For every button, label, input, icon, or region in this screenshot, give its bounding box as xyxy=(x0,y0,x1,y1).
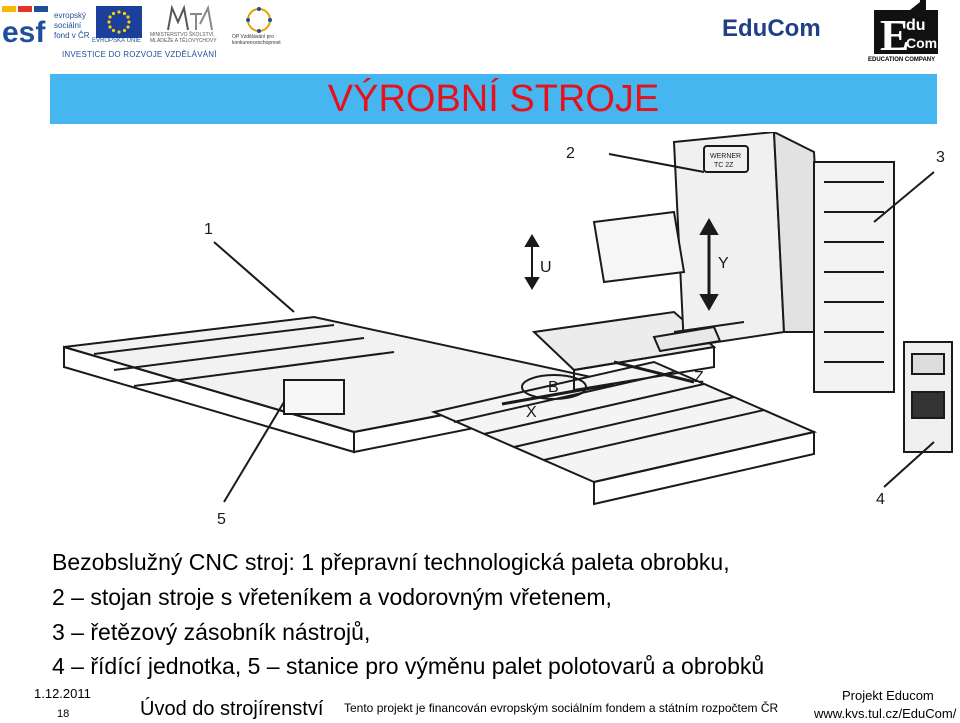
op-logo xyxy=(246,7,272,33)
footer-page-number: 18 xyxy=(57,708,70,720)
educom-company-text: EDUCATION COMPANY xyxy=(868,57,936,63)
axis-label-z: Z xyxy=(694,369,704,386)
figure-label-2: 2 xyxy=(566,145,575,162)
figure-label-3: 3 xyxy=(936,149,945,166)
footer-course-name: Úvod do strojírenství xyxy=(140,698,324,720)
footer-funding-note: Tento projekt je financován evropským so… xyxy=(344,701,779,715)
caption-line-4: 4 – řídící jednotka, 5 – stanice pro vým… xyxy=(52,653,765,679)
educom-logo-du: du xyxy=(906,17,926,34)
educom-title: EduCom xyxy=(722,15,821,42)
esf-line-3: fond v ČR xyxy=(54,31,90,40)
axis-label-x: X xyxy=(526,404,537,421)
figure-label-5: 5 xyxy=(217,511,226,528)
eu-label: EVROPSKÁ UNIE xyxy=(92,38,142,44)
title-band: VÝROBNÍ STROJE xyxy=(50,74,937,124)
eu-flag-icon xyxy=(96,6,142,38)
msmt-label: MINISTERSTVO ŠKOLSTVÍ, MLÁDEŽE A TĚLOVÝC… xyxy=(150,32,217,44)
esf-line-2: sociální xyxy=(54,21,82,30)
footer-project: Projekt Educom xyxy=(842,688,934,703)
esf-logo-text: esf xyxy=(2,16,46,48)
caption-line-1: Bezobslužný CNC stroj: 1 přepravní techn… xyxy=(52,549,730,575)
footer-url-link[interactable]: www.kvs.tul.cz/EduCom/ xyxy=(814,706,957,721)
cnc-machine-illustration: 1 2 3 4 5 U Y B Z X WERNER TC 2Z xyxy=(63,132,953,528)
axis-label-y: Y xyxy=(718,255,729,272)
caption-line-2: 2 – stojan stroje s vřeteníkem a vodorov… xyxy=(52,584,612,610)
footer-date: 1.12.2011 xyxy=(34,686,91,701)
figure-label-1: 1 xyxy=(204,221,213,238)
educom-logo: E du Com xyxy=(874,0,938,60)
esf-logo: esf evropský sociální fond v ČR xyxy=(2,6,90,48)
esf-line-1: evropský xyxy=(54,11,86,20)
msmt-logo xyxy=(167,4,213,31)
op-label: OP Vzdělávání pro konkurenceschopnost xyxy=(232,34,281,46)
nameplate-line-1: WERNER xyxy=(710,153,741,160)
axis-label-b: B xyxy=(548,379,559,396)
axis-label-u: U xyxy=(540,259,552,276)
investice-text: INVESTICE DO ROZVOJE VZDĚLÁVÁNÍ xyxy=(62,50,217,59)
slide-title: VÝROBNÍ STROJE xyxy=(327,77,660,120)
educom-logo-com: Com xyxy=(906,35,937,51)
figure-label-4: 4 xyxy=(876,491,885,508)
nameplate-line-2: TC 2Z xyxy=(714,162,734,169)
caption-line-3: 3 – řetězový zásobník nástrojů, xyxy=(52,619,371,645)
educom-logo-e: E xyxy=(880,11,909,60)
